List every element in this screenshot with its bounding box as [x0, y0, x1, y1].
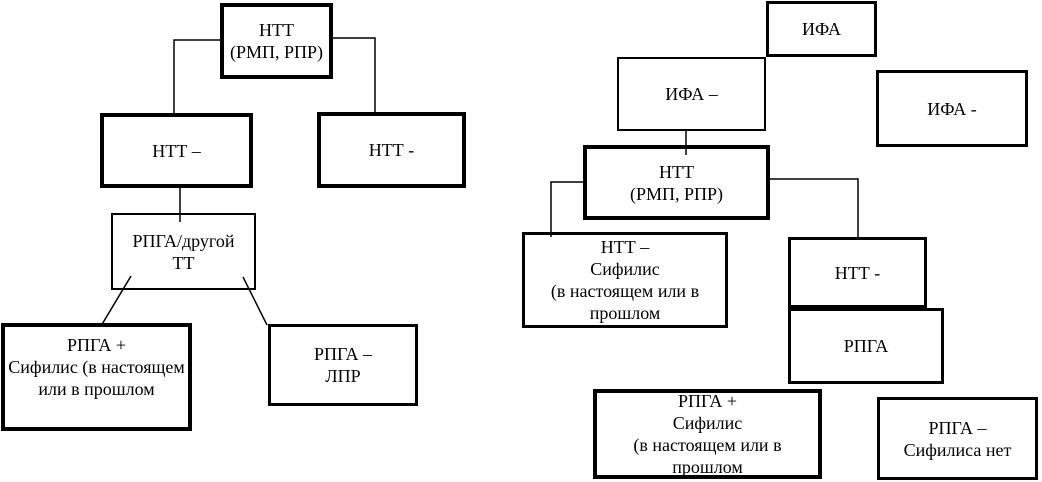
right-rpga-plus-box: РПГА + Сифилис (в настоящем или в прошло… [593, 389, 822, 479]
box-text-line: РПГА + [66, 335, 127, 355]
box-text-line: ТТ [172, 252, 195, 273]
connector-left-root-to-ntt-hyphen [333, 37, 376, 112]
box-text-line: РПГА [843, 336, 889, 356]
left-rpga-endash-lpr-box: РПГА – ЛПР [268, 324, 418, 406]
box-text-line: или в прошлом [38, 379, 155, 399]
left-rpga-plus-box: РПГА + Сифилис (в настоящем или в прошло… [1, 323, 192, 431]
right-ntt-hyphen-box: НТТ - [788, 237, 927, 308]
box-text-line: ЛПР [325, 366, 361, 386]
box-text-line: прошлом [589, 303, 661, 323]
left-ntt-endash-box: НТТ – [100, 113, 253, 188]
left-ntt-hyphen-box: НТТ - [317, 112, 466, 188]
box-text-line: (РМП, РПР) [229, 42, 324, 62]
right-ifa-endash-box: ИФА – [617, 57, 766, 131]
box-text-line: РПГА – [314, 344, 372, 364]
box-text-line: ИФА - [927, 98, 977, 119]
right-ifa-box: ИФА [766, 1, 877, 57]
right-ifa-hyphen-box: ИФА - [876, 70, 1028, 147]
right-rpga-endash-box: РПГА – Сифилиса нет [877, 397, 1038, 480]
right-rpga-box: РПГА [788, 308, 944, 384]
box-text-line: (в настоящем или в [550, 281, 700, 301]
box-text-line: НТТ – [600, 237, 650, 257]
connector-left-root-to-ntt-endash [173, 39, 220, 113]
box-text-line: Сифилис [672, 413, 743, 433]
box-text-line: Сифилис (в настоящем [8, 357, 185, 377]
box-text-line: Сифилис [590, 259, 660, 279]
box-text-line: НТТ - [368, 140, 415, 160]
box-text-line: РПГА + [677, 391, 738, 411]
box-text-line: прошлом [672, 457, 743, 477]
right-ntt-rmp-rpr-box: НТТ (РМП, РПР) [583, 145, 770, 220]
right-ntt-endash-syphilis-box: НТТ – Сифилис (в настоящем или в прошлом [522, 232, 728, 328]
box-text-line: (РМП, РПР) [629, 183, 724, 204]
left-rpga-other-tt-box: РПГА/другой ТТ [111, 213, 256, 290]
box-text-line: Сифилиса нет [903, 439, 1012, 460]
box-text-line: РПГА – [928, 417, 987, 438]
box-text-line: ИФА – [665, 84, 718, 104]
box-text-line: НТТ – [152, 140, 201, 161]
box-text-line: НТТ [659, 161, 694, 182]
box-text-line: РПГА/другой [132, 230, 235, 251]
box-text-line: (в настоящем или в [633, 435, 782, 455]
box-text-line: НТТ [259, 20, 294, 40]
box-text-line: ИФА [801, 19, 842, 39]
connector-right-root-to-ntt-endash [550, 181, 583, 237]
left-ntt-rmp-rpr-box: НТТ (РМП, РПР) [220, 3, 333, 79]
box-text-line: НТТ - [834, 262, 881, 283]
connector-right-root-to-ntt-hyphen [770, 178, 859, 240]
